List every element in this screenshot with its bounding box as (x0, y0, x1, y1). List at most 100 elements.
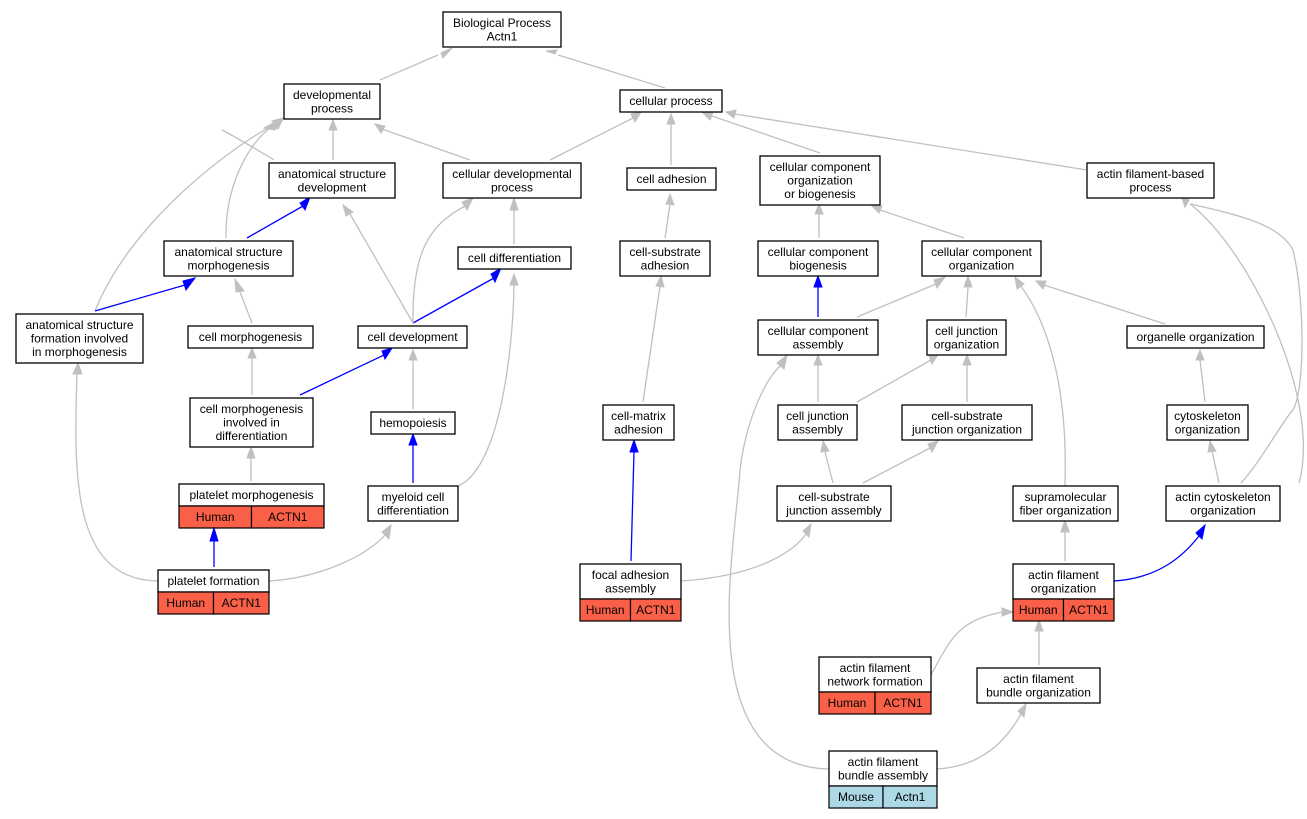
node-label-line: in morphogenesis (32, 345, 127, 359)
highlighted-edge-48 (629, 438, 639, 562)
go-term-node-cell-adh[interactable]: cell adhesion (626, 167, 717, 191)
node-box (15, 313, 144, 364)
gene-cell (629, 598, 682, 622)
edge-arrowhead (509, 196, 519, 211)
go-term-node-cell-diff[interactable]: cell differentiation (457, 246, 572, 270)
edge-arrowhead (209, 526, 219, 542)
node-label-line: involved in (223, 416, 280, 430)
node-label-line: formation involved (31, 332, 128, 346)
edge-26 (1034, 280, 1166, 325)
edge-arrowhead (1195, 523, 1206, 541)
edge-49 (680, 522, 812, 582)
highlighted-edge-36 (408, 432, 418, 483)
edge-line (936, 713, 1022, 770)
node-label-line: adhesion (614, 422, 663, 436)
node-label-line: cytoskeleton (1174, 409, 1241, 423)
node-label-line: or biogenesis (784, 187, 855, 201)
go-term-node-org-org[interactable]: organelle organization (1126, 325, 1265, 349)
node-box (619, 89, 723, 113)
edge-33 (962, 353, 972, 402)
edge-arrowhead (630, 111, 643, 124)
node-box (189, 397, 314, 448)
edge-11 (94, 117, 284, 312)
node-label-line: cell adhesion (636, 172, 706, 186)
edge-line (711, 115, 821, 154)
go-term-node-hemo[interactable]: hemopoiesis (370, 411, 456, 435)
edge-line (856, 359, 932, 403)
go-term-node-cell-morph[interactable]: cell morphogenesis (187, 325, 314, 349)
gene-cell (882, 785, 938, 809)
edge-arrowhead (247, 346, 257, 359)
edge-8 (724, 109, 1088, 171)
node-label-line: assembly (793, 337, 844, 351)
edge-line (349, 213, 414, 324)
edge-30 (642, 274, 665, 403)
node-label-line: cell junction (935, 324, 998, 338)
node-label-line: assembly (605, 581, 656, 595)
edge-line (965, 286, 969, 318)
node-box (370, 411, 456, 435)
edge-arrowhead (509, 272, 519, 286)
node-label-line: biogenesis (789, 258, 846, 272)
node-label-line: assembly (792, 422, 843, 436)
edge-1 (545, 49, 666, 89)
edge-line (381, 128, 471, 161)
node-label-line: hemopoiesis (379, 416, 446, 430)
gene-label: ACTN1 (1069, 603, 1109, 617)
edge-15 (869, 204, 965, 239)
node-label-line: cell-substrate (629, 245, 701, 259)
edge-arrowhead (869, 204, 883, 214)
node-label-line: organization (1031, 581, 1096, 595)
node-label-line: focal adhesion (592, 568, 669, 582)
edge-20 (342, 203, 414, 324)
edge-arrowhead (373, 123, 386, 134)
edge-arrowhead (820, 439, 830, 453)
node-box (1012, 485, 1119, 522)
edge-arrowhead (408, 432, 418, 446)
edge-0 (379, 47, 453, 81)
node-label-line: cell-matrix (611, 409, 666, 423)
edge-line (379, 54, 439, 81)
gene-label: ACTN1 (636, 603, 676, 617)
edge-46 (268, 523, 392, 582)
edge-arrowhead (666, 112, 676, 125)
go-term-node-cell-proc[interactable]: cellular process (619, 89, 723, 113)
go-term-node-cell-devt[interactable]: cell development (357, 325, 468, 349)
edge-arrowhead (182, 277, 197, 292)
species-label: Human (166, 596, 205, 610)
edge-line (239, 291, 253, 324)
gene-cell (212, 591, 270, 615)
